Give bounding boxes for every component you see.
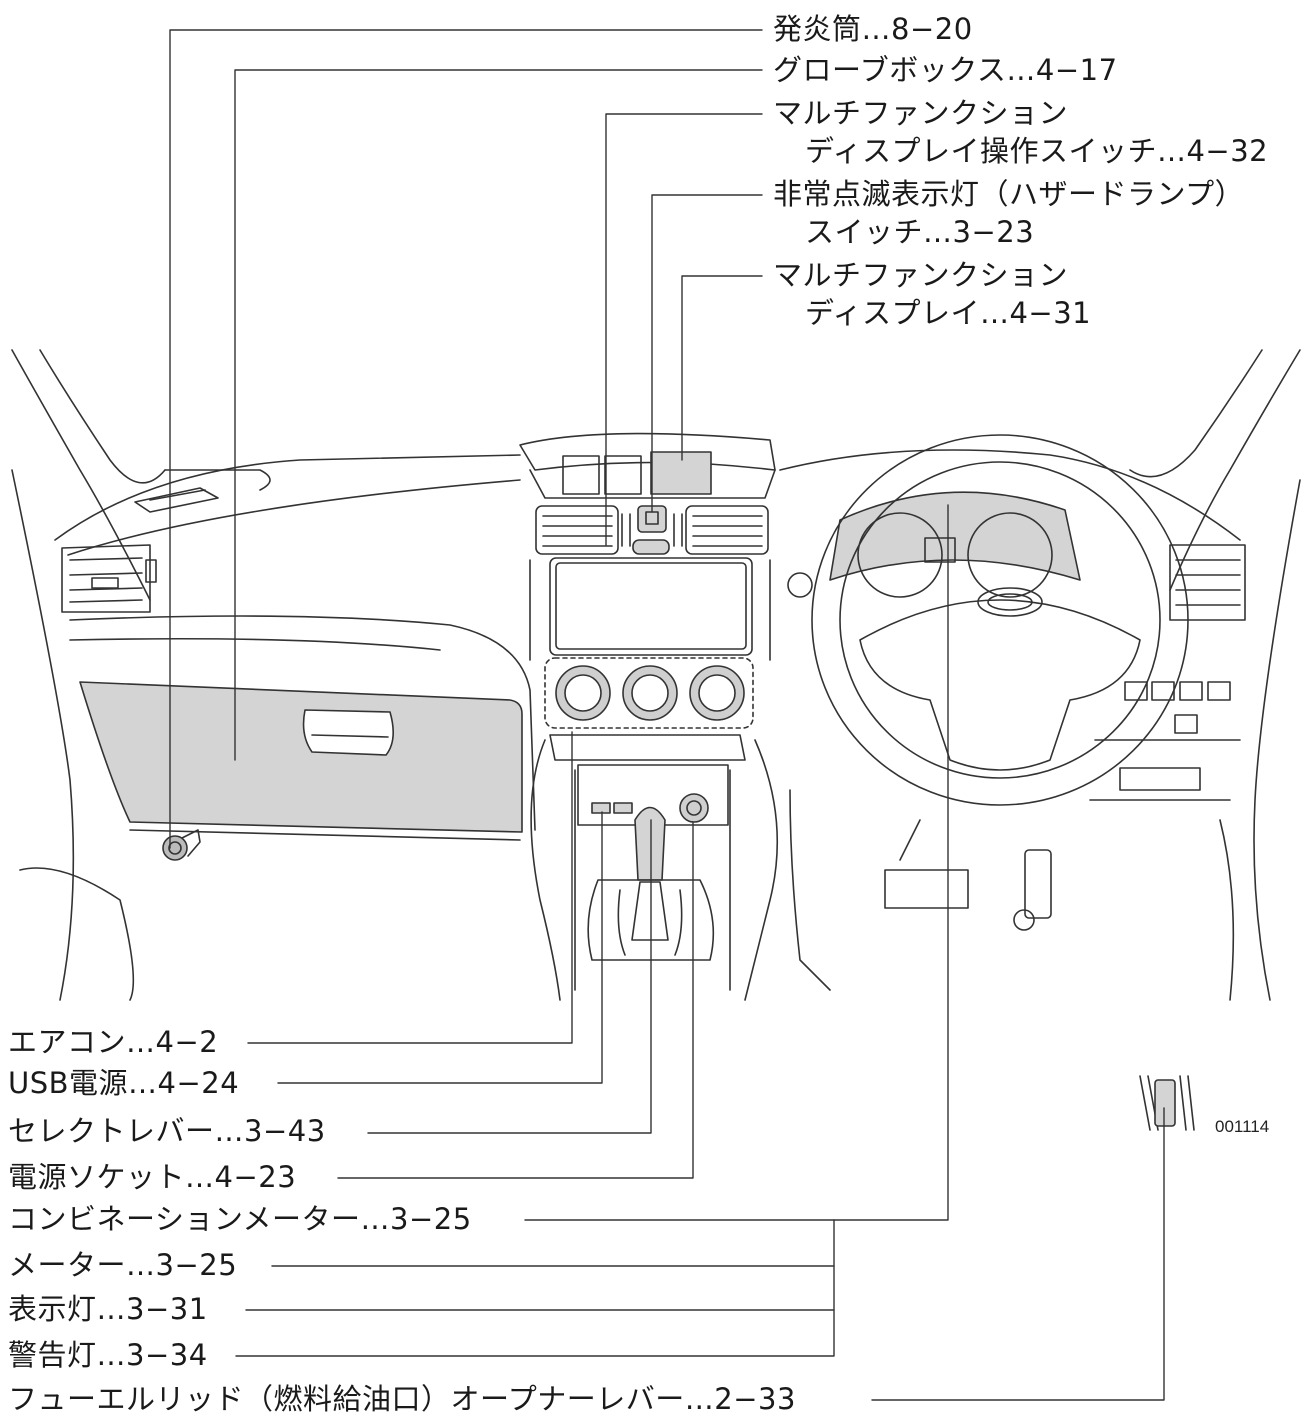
air-conditioner-panel	[544, 657, 754, 729]
callout-usb-power: USB電源…4−24	[8, 1066, 240, 1100]
callout-air-conditioner: エアコン…4−2	[8, 1025, 219, 1059]
leader-lines-bottom	[235, 504, 1165, 1401]
left-air-vent	[61, 544, 157, 613]
figure-code: 001114	[1215, 1117, 1270, 1136]
callout-glovebox: グローブボックス…4−17	[773, 53, 1118, 87]
center-air-vent-right	[685, 505, 769, 555]
callout-mfd-text-1: マルチファンクション	[773, 258, 1069, 292]
callout-mfd-switch-line1: マルチファンクション	[773, 96, 1068, 130]
callout-hazard-line2: スイッチ…3−23	[773, 215, 1034, 249]
mfd-operation-switch	[632, 539, 670, 555]
callout-mfd-text-2: ディスプレイ…4−31	[805, 296, 1092, 330]
multifunction-display	[650, 451, 712, 495]
audio-screen	[555, 562, 747, 650]
combination-meter	[829, 491, 1081, 581]
steering-emblem	[977, 587, 1043, 617]
callout-meter: メーター…3−25	[8, 1248, 238, 1282]
callout-fuel-lid-opener: フューエルリッド（燃料給油口）オープナーレバー…2−33	[8, 1382, 796, 1416]
dashboard-top	[54, 454, 521, 541]
fuel-lid-lever	[1154, 1079, 1176, 1127]
leader-lines-top	[169, 29, 763, 849]
callout-mfd-switch-line2: ディスプレイ操作スイッチ…4−32	[773, 134, 1268, 168]
center-stack-top	[519, 432, 776, 499]
callout-hazard-text-1: 非常点滅表示灯（ハザードランプ）	[773, 177, 1245, 211]
callout-hazard-line1: 非常点滅表示灯（ハザードランプ）	[773, 177, 1244, 211]
right-air-vent	[1169, 544, 1246, 621]
center-air-vent-left	[535, 505, 619, 555]
callout-hazard-text-2: スイッチ…3−23	[805, 215, 1035, 249]
right-switch-panel	[1119, 681, 1231, 791]
callout-mfd-line2: ディスプレイ…4−31	[773, 296, 1091, 330]
select-lever	[587, 806, 715, 961]
callout-select-lever: セレクトレバー…3−43	[8, 1114, 326, 1148]
fuel-lid-opener-inset	[1139, 1075, 1195, 1131]
callout-flare: 発炎筒…8−20	[773, 12, 973, 46]
callout-power-socket: 電源ソケット…4−23	[8, 1160, 297, 1194]
callout-glovebox-text: グローブボックス…4−17	[773, 53, 1118, 87]
climate-knobs	[555, 665, 745, 721]
callout-warning-light: 警告灯…3−34	[8, 1338, 208, 1372]
brake-pedal	[884, 819, 969, 909]
callout-mfd-line1: マルチファンクション	[773, 258, 1068, 292]
glovebox	[79, 681, 523, 833]
power-socket	[679, 793, 709, 823]
callout-mfd-switch-text-1: マルチファンクション	[773, 96, 1069, 130]
callout-indicator-light: 表示灯…3−31	[8, 1292, 208, 1326]
usb-ports	[591, 802, 633, 814]
right-a-pillar	[1129, 349, 1301, 1001]
defroster-vent	[134, 487, 219, 513]
callout-combination-meter: コンビネーションメーター…3−25	[8, 1202, 472, 1236]
left-a-pillar	[11, 349, 166, 1001]
flare-holder	[162, 829, 201, 861]
accelerator-pedal	[1013, 849, 1052, 931]
callout-mfd-switch-text-2: ディスプレイ操作スイッチ…4−32	[805, 134, 1269, 168]
glovebox-handle	[302, 709, 394, 756]
steering-wheel	[811, 434, 1189, 806]
callout-flare-text: 発炎筒…8−20	[773, 12, 973, 46]
